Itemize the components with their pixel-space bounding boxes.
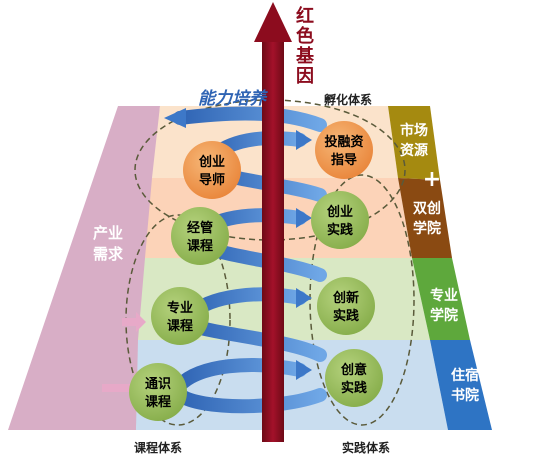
red-spine-arrowhead bbox=[254, 2, 292, 42]
practice-circle bbox=[317, 277, 375, 335]
course-circle-label: 课程 bbox=[187, 239, 213, 254]
course-circle bbox=[171, 207, 229, 265]
red-gene-title-char: 红 bbox=[296, 5, 314, 27]
course-circle bbox=[129, 363, 187, 421]
professional-college-block bbox=[412, 258, 470, 340]
industry-demand-face bbox=[8, 106, 160, 430]
course-circle-label: 创业 bbox=[198, 154, 225, 170]
practice-circle bbox=[311, 191, 369, 249]
course-system-label: 课程体系 bbox=[134, 440, 182, 455]
side-block-label: 住宿 bbox=[451, 367, 479, 384]
course-circle-label: 专业 bbox=[167, 300, 193, 316]
practice-circle-label: 投融资 bbox=[324, 134, 363, 150]
up-arrow-2 bbox=[480, 338, 496, 356]
side-block-label: 市场 bbox=[400, 122, 428, 139]
red-gene-title-char: 因 bbox=[296, 66, 314, 87]
plus-icon: + bbox=[423, 167, 441, 192]
practice-circle-label: 指导 bbox=[331, 152, 357, 168]
practice-circle-label: 实践 bbox=[333, 308, 359, 324]
side-block-label: 学院 bbox=[413, 220, 441, 237]
industry-demand-label: 需求 bbox=[93, 245, 124, 263]
dual-innovation-block bbox=[398, 178, 452, 258]
practice-circle-label: 创新 bbox=[332, 290, 359, 306]
practice-system-label: 实践体系 bbox=[342, 440, 390, 455]
practice-circle-label: 实践 bbox=[327, 222, 353, 238]
practice-circle-label: 创意 bbox=[340, 362, 367, 378]
practice-circle bbox=[325, 349, 383, 407]
side-block-label: 资源 bbox=[400, 142, 428, 159]
spiral-arrowheads bbox=[164, 108, 312, 380]
market-resources-block bbox=[388, 106, 440, 180]
red-spine-shaft bbox=[262, 40, 284, 442]
practice-circle-label: 实践 bbox=[341, 380, 367, 396]
red-gene-title-char: 色 bbox=[296, 25, 314, 47]
course-circle-label: 经管 bbox=[187, 220, 213, 236]
practice-circle-label: 创业 bbox=[326, 204, 353, 220]
practice-circle bbox=[315, 121, 373, 179]
side-block-label: 学院 bbox=[430, 307, 458, 324]
practice-system-ellipse bbox=[309, 174, 415, 426]
side-block-label: 专业 bbox=[430, 287, 458, 304]
course-circle-label: 通识 bbox=[145, 376, 171, 392]
incubation-system-label: 孵化体系 bbox=[324, 92, 372, 107]
ability-cultivation-label: 能力培养 bbox=[198, 89, 268, 109]
course-circle bbox=[183, 141, 241, 199]
course-circle bbox=[151, 287, 209, 345]
course-circle-label: 课程 bbox=[167, 319, 193, 334]
side-block-label: 双创 bbox=[413, 200, 441, 217]
up-arrow-1 bbox=[459, 258, 475, 276]
course-circle-label: 导师 bbox=[199, 172, 225, 188]
side-block-label: 书院 bbox=[451, 387, 479, 404]
red-gene-title-char: 基 bbox=[295, 45, 315, 67]
up-arrows bbox=[459, 258, 496, 356]
industry-demand-label: 产业 bbox=[93, 224, 123, 242]
course-circle-label: 课程 bbox=[145, 395, 171, 410]
residential-college-block bbox=[430, 340, 492, 430]
